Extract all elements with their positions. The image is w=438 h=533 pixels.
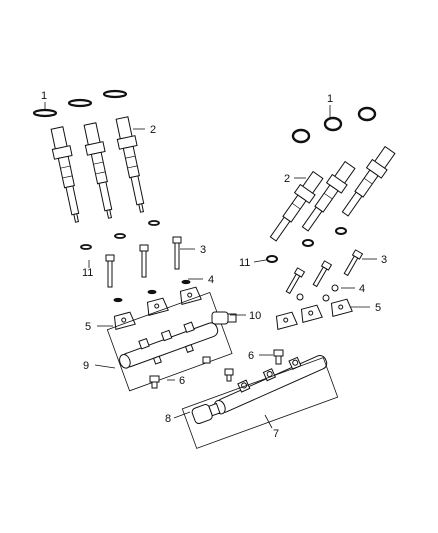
pressure-sensor bbox=[191, 402, 221, 424]
injector-clamp bbox=[300, 304, 323, 324]
injector-clamp bbox=[275, 311, 298, 331]
o-ring bbox=[323, 116, 343, 132]
callout-6: 6 bbox=[248, 350, 254, 362]
callout-6: 6 bbox=[179, 375, 185, 387]
callout-box bbox=[181, 357, 339, 449]
callout-labels: 1 2 3 4 5 6 7 8 9 10 11 1 2 3 4 5 6 11 bbox=[41, 90, 387, 440]
callout-9: 9 bbox=[83, 360, 89, 372]
callout-4: 4 bbox=[208, 274, 214, 286]
fuel-injector bbox=[341, 145, 396, 217]
bolt bbox=[172, 236, 182, 270]
o-ring bbox=[67, 98, 93, 108]
callout-5: 5 bbox=[375, 302, 381, 314]
washer bbox=[181, 279, 191, 285]
washer bbox=[296, 293, 304, 301]
washer bbox=[322, 294, 330, 302]
bolt bbox=[312, 260, 333, 288]
seal-washer bbox=[335, 227, 347, 235]
bolt bbox=[105, 254, 115, 288]
callout-1: 1 bbox=[41, 90, 47, 102]
callout-2: 2 bbox=[284, 173, 290, 185]
bolt bbox=[285, 267, 306, 295]
bolt bbox=[343, 249, 364, 277]
seal-washer bbox=[266, 255, 278, 263]
injector-clamp bbox=[330, 298, 353, 318]
o-ring bbox=[291, 128, 311, 144]
callout-11: 11 bbox=[82, 267, 93, 279]
callout-8: 8 bbox=[165, 413, 171, 425]
fuel-injector bbox=[115, 116, 145, 213]
bolt bbox=[202, 356, 211, 364]
fuel-rail bbox=[119, 321, 219, 369]
callout-3: 3 bbox=[200, 244, 206, 256]
callout-2: 2 bbox=[150, 124, 156, 136]
seal-washer bbox=[302, 239, 314, 247]
leader-lines bbox=[44, 102, 377, 429]
fuel-injector bbox=[83, 122, 113, 219]
seal-washer bbox=[148, 220, 160, 226]
washer bbox=[113, 297, 123, 303]
o-ring-group-right bbox=[291, 106, 377, 144]
injector-clamp bbox=[179, 286, 202, 306]
o-ring-group-left bbox=[32, 89, 128, 118]
o-ring bbox=[32, 108, 58, 118]
bolt bbox=[149, 375, 160, 389]
callout-3: 3 bbox=[381, 254, 387, 266]
fuel-injector bbox=[269, 170, 324, 242]
callout-7: 7 bbox=[273, 428, 279, 440]
callout-11: 11 bbox=[239, 257, 250, 269]
washer bbox=[147, 289, 157, 295]
fuel-injector bbox=[50, 126, 80, 223]
callout-5: 5 bbox=[85, 321, 91, 333]
seal-washer bbox=[114, 233, 126, 239]
callout-4: 4 bbox=[359, 283, 365, 295]
o-ring bbox=[102, 89, 128, 99]
fuel-injector bbox=[301, 160, 356, 232]
o-ring bbox=[357, 106, 377, 122]
bolt bbox=[139, 244, 149, 278]
injector-clamp bbox=[146, 297, 169, 317]
bolt bbox=[224, 368, 234, 382]
callout-10: 10 bbox=[249, 310, 261, 322]
callout-1: 1 bbox=[327, 93, 333, 105]
pressure-sensor bbox=[211, 311, 237, 325]
bolt bbox=[273, 349, 284, 365]
seal-washer bbox=[80, 244, 92, 250]
washer bbox=[331, 284, 339, 292]
